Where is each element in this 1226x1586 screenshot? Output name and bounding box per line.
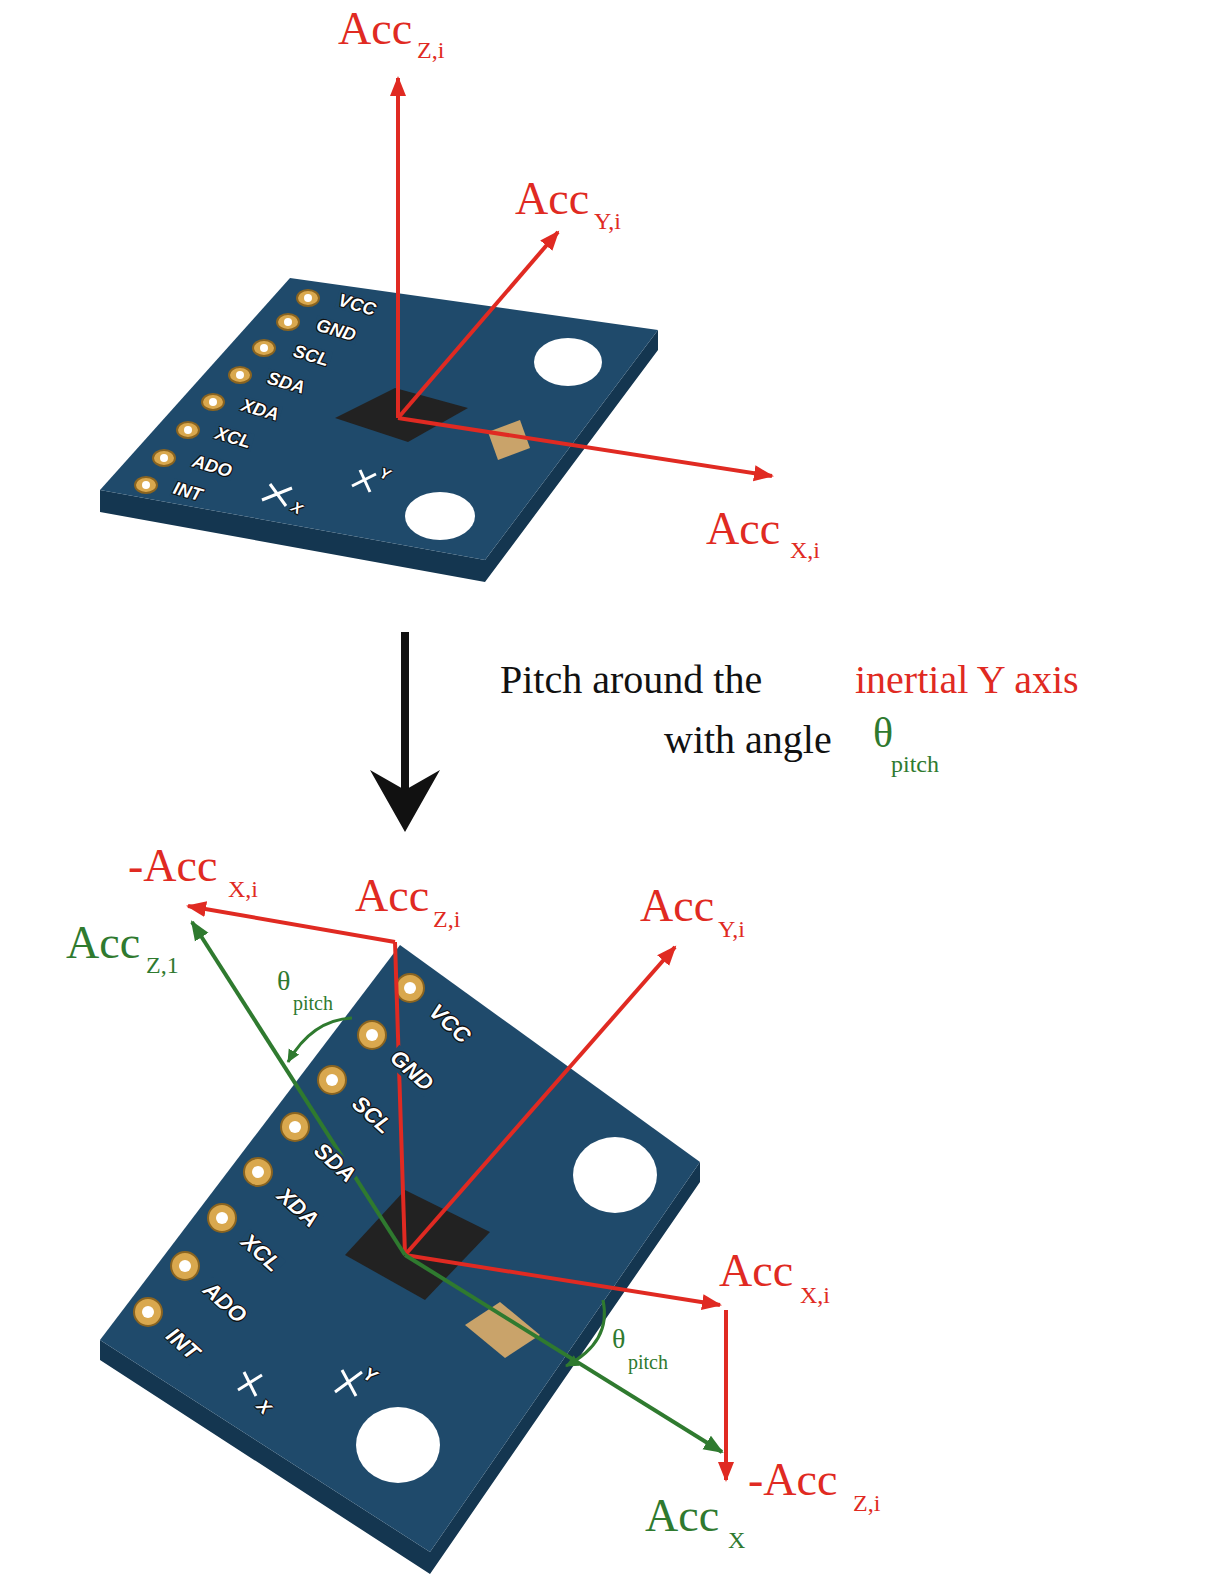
axis-subscript: X,i xyxy=(790,538,820,562)
angle-subscript: pitch xyxy=(628,1352,668,1372)
process-arrow xyxy=(370,632,440,832)
axis-name: Acc xyxy=(515,176,589,222)
axis-subscript: Y,i xyxy=(718,917,745,941)
caption-text: Pitch around the xyxy=(500,660,762,700)
sensor-board xyxy=(100,278,658,582)
inertial-axes xyxy=(398,78,772,476)
angle-subscript: pitch xyxy=(293,993,333,1013)
angle-subscript: pitch xyxy=(891,752,939,776)
axis-name: Acc xyxy=(706,506,780,552)
axis-subscript: X,i xyxy=(228,877,258,901)
angle-symbol: θ xyxy=(873,712,893,754)
axis-name: Acc xyxy=(645,1493,719,1539)
axis-name: Acc xyxy=(338,6,412,52)
axis-subscript: X,i xyxy=(800,1283,830,1307)
axis-name: -Acc xyxy=(748,1457,837,1503)
axis-subscript: Z,i xyxy=(433,907,460,931)
body-axes xyxy=(192,922,722,1452)
axis-subscript: Z,i xyxy=(853,1491,880,1515)
angle-symbol: θ xyxy=(612,1325,625,1353)
axis-subscript: Y,i xyxy=(594,209,621,233)
axis-subscript: X xyxy=(728,1528,745,1552)
axis-subscript: Z,i xyxy=(417,38,444,62)
axis-subscript: Z,1 xyxy=(146,953,179,977)
axis-name: -Acc xyxy=(128,843,217,889)
caption-text: with angle xyxy=(664,720,832,760)
axis-name: Acc xyxy=(66,920,140,966)
axis-name: Acc xyxy=(719,1248,793,1294)
axis-name: Acc xyxy=(355,873,429,919)
angle-symbol: θ xyxy=(277,967,290,995)
axis-name: Acc xyxy=(640,883,714,929)
caption-text: inertial Y axis xyxy=(855,660,1079,700)
inertial-axes xyxy=(188,906,726,1480)
